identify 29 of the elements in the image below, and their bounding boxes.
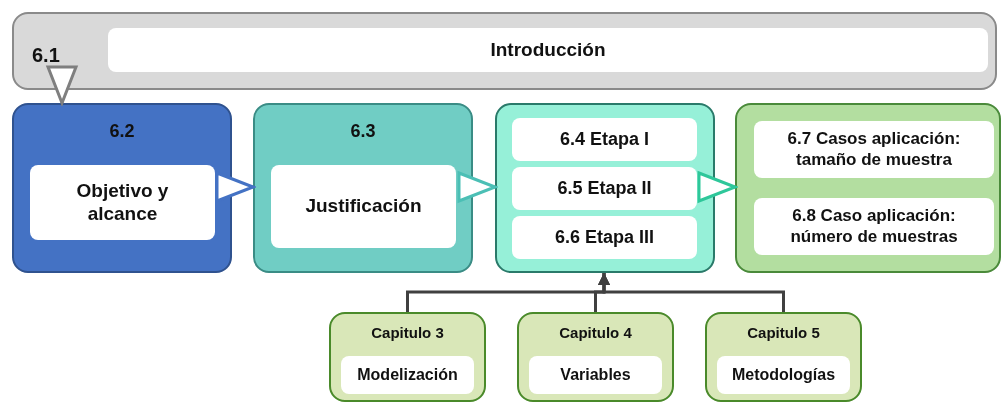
topic-box: 6.8 Caso aplicación: número de muestras (754, 198, 994, 255)
section-number: 6.1 (32, 44, 60, 67)
section-number: Capitulo 3 (370, 324, 445, 341)
arrow (46, 65, 78, 105)
section-box (495, 103, 715, 273)
topic-box: 6.4 Etapa I (512, 118, 697, 161)
section-number: 6.2 (108, 121, 136, 142)
section-number: 6.3 (349, 121, 377, 142)
topic-box: Justificación (271, 165, 456, 248)
section-number: Capitulo 5 (746, 324, 821, 341)
section-box (735, 103, 1001, 273)
chapter-box (517, 312, 674, 402)
chapter-box (329, 312, 486, 402)
topic-box: 6.5 Etapa II (512, 167, 697, 210)
title-box: Introducción (108, 28, 988, 72)
arrow (697, 171, 737, 203)
section-box (12, 103, 232, 273)
topic-box: Metodologías (717, 356, 850, 394)
topic-box: Modelización (341, 356, 474, 394)
section-band (12, 12, 997, 90)
section-box (253, 103, 473, 273)
topic-box: Objetivo y alcance (30, 165, 215, 240)
topic-box: 6.7 Casos aplicación: tamaño de muestra (754, 121, 994, 178)
arrow (598, 273, 785, 312)
topic-box: 6.6 Etapa III (512, 216, 697, 259)
arrow (457, 171, 497, 203)
chapter-box (705, 312, 862, 402)
topic-box: Variables (529, 356, 662, 394)
section-number: Capitulo 4 (558, 324, 633, 341)
